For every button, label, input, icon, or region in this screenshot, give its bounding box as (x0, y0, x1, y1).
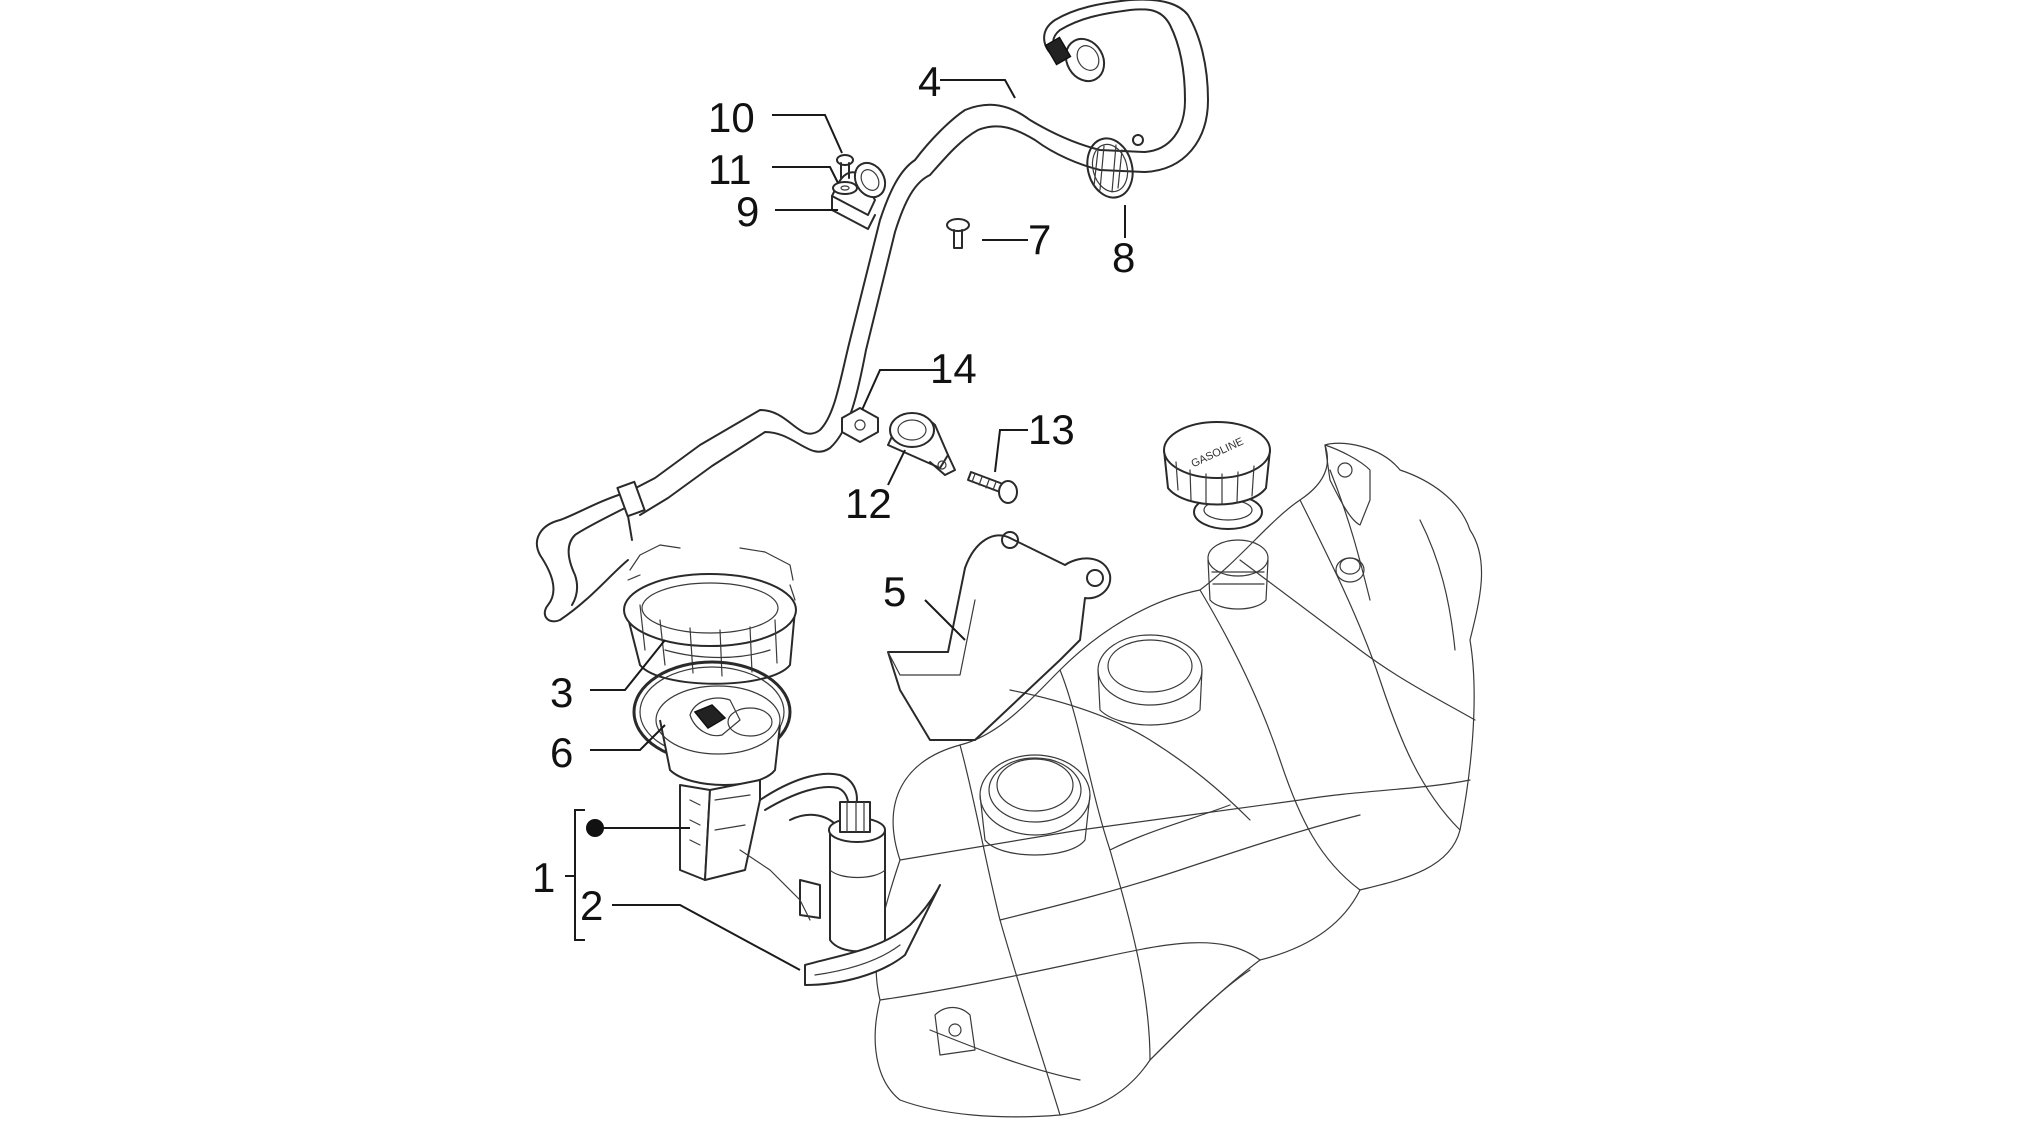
fuel-filler-cap: GASOLINE (1163, 421, 1271, 506)
callout-14: 14 (930, 345, 977, 392)
part-3-lock-ring (623, 544, 797, 685)
callout-10: 10 (708, 94, 755, 141)
part-13-bolt (967, 471, 1018, 504)
part-10-bolt (836, 154, 854, 179)
callout-8: 8 (1112, 234, 1135, 281)
callout-1: 1 (532, 854, 555, 901)
part-1-fuel-pump-assembly (655, 685, 941, 986)
callout-3: 3 (550, 669, 573, 716)
callout-11: 11 (708, 146, 752, 193)
part-5-bracket (887, 531, 1112, 741)
part-7-screw (946, 218, 970, 249)
callout-13: 13 (1028, 406, 1075, 453)
callout-6: 6 (550, 729, 573, 776)
part-8-hose-clamp (1086, 134, 1144, 199)
leader-lines (565, 79, 1126, 971)
callout-7: 7 (1028, 216, 1051, 263)
callout-5: 5 (883, 568, 906, 615)
fuel-tank (874, 442, 1483, 1118)
callout-labels: 1 2 3 4 5 6 7 8 9 10 11 12 13 14 (532, 58, 1135, 929)
callout-9: 9 (736, 188, 759, 235)
callout-4: 4 (918, 58, 941, 105)
callout-2: 2 (580, 882, 603, 929)
part-14-nut (841, 407, 879, 443)
part-11-washer (832, 181, 858, 195)
part-12-clip (887, 412, 956, 476)
pump-assembly-dot (586, 819, 604, 837)
part-4-breather-hose (535, 0, 1209, 623)
callout-12: 12 (845, 480, 892, 527)
